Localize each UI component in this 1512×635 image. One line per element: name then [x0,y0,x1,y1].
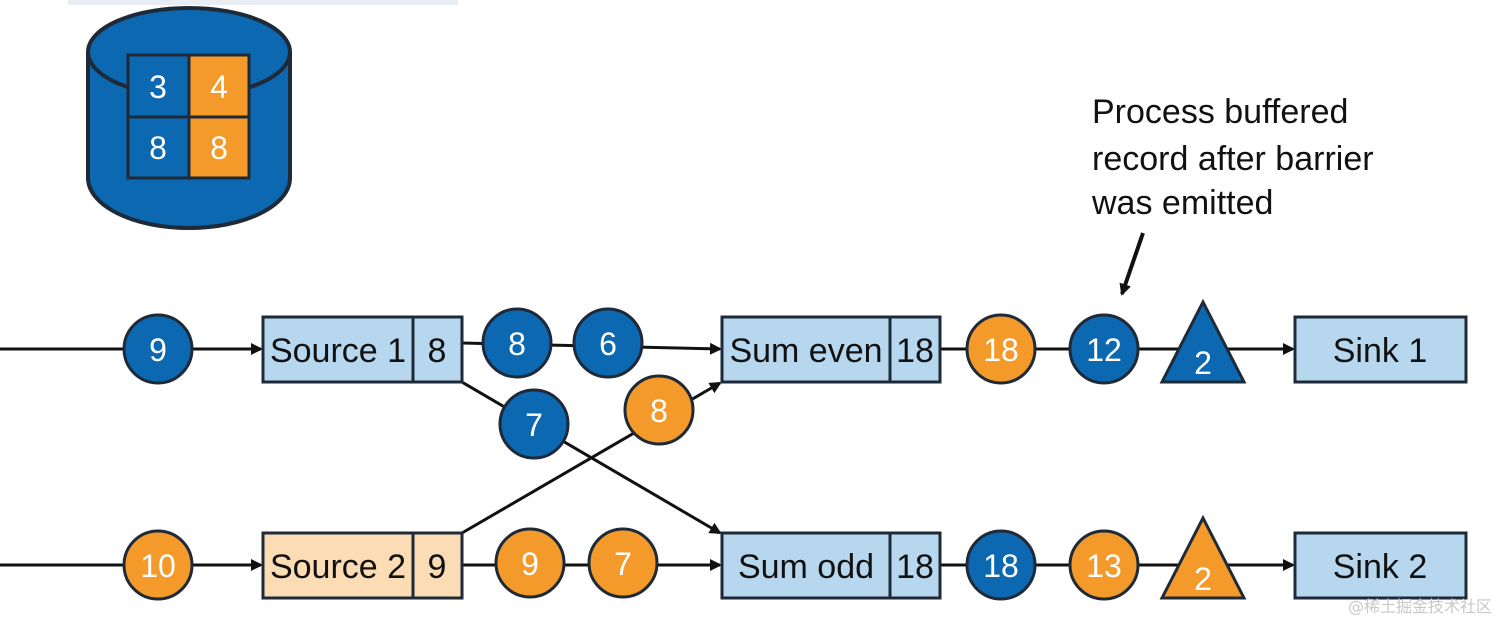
state-cell-4-value: 8 [210,130,228,166]
operator-sink-2: Sink 2 [1293,531,1468,600]
operator-source-1: Source 1 8 [261,315,464,384]
record-even-out-a-value: 18 [983,332,1019,368]
edge-source1-to-sum-odd [454,376,722,535]
operator-sink-1: Sink 1 [1293,315,1468,384]
operator-sum-even: Sum even 18 [720,315,942,384]
record-s2-to-even: 8 [623,374,695,446]
record-odd-out-a-value: 18 [983,548,1019,584]
state-cell-1 [126,53,191,119]
state-cell-2 [187,53,251,119]
sink-1-label: Sink 1 [1333,332,1428,370]
operator-source-2: Source 2 9 [261,531,464,600]
barrier-bottom-value: 2 [1194,561,1212,597]
annotation-arrow [1119,232,1145,296]
state-cell-2-value: 4 [210,69,228,105]
source-1-label: Source 1 [270,332,406,370]
record-s2-to-odd-b-value: 7 [614,546,632,582]
record-in-source2: 10 [122,529,194,601]
sink-2-label: Sink 2 [1333,548,1428,586]
record-s1-to-even-b-value: 6 [599,326,617,362]
annotation-line-3: was emitted [1091,184,1273,222]
record-s1-to-even-b: 6 [572,307,644,379]
sum-odd-state: 18 [896,548,934,586]
record-s2-to-odd-a-value: 9 [521,546,539,582]
record-odd-out-a: 18 [965,529,1037,601]
source-2-label: Source 2 [270,548,406,586]
record-s2-to-even-value: 8 [650,393,668,429]
watermark: @稀土掘金技术社区 [1348,597,1492,616]
record-s2-to-odd-a: 9 [494,527,566,599]
header-strip [68,0,458,5]
sum-even-state: 18 [896,332,934,370]
record-s1-to-even-a: 8 [481,307,553,379]
state-cell-4 [187,115,251,180]
state-cell-1-value: 3 [149,69,167,105]
record-s1-to-odd: 7 [498,388,570,460]
annotation-line-2: record after barrier [1092,140,1374,178]
sum-even-label: Sum even [729,332,882,370]
annotation-line-1: Process buffered [1092,93,1348,131]
record-even-out-b: 12 [1068,313,1140,385]
barrier-bottom: 2 [1159,514,1247,600]
record-s1-to-odd-value: 7 [525,407,543,443]
barrier-top-value: 2 [1194,345,1212,381]
state-cell-3-value: 8 [149,130,167,166]
record-even-out-b-value: 12 [1086,332,1122,368]
sum-odd-label: Sum odd [738,548,874,586]
record-odd-out-b-value: 13 [1086,548,1122,584]
barrier-top: 2 [1159,298,1247,384]
source-2-state: 9 [428,548,447,586]
annotation: Process buffered record after barrier wa… [1091,93,1374,296]
operator-sum-odd: Sum odd 18 [720,531,942,600]
record-in-source1: 9 [122,313,194,385]
record-s2-to-odd-b: 7 [587,527,659,599]
state-backend-cylinder: 3 4 8 8 [86,6,292,230]
record-odd-out-b: 13 [1068,529,1140,601]
record-even-out-a: 18 [965,313,1037,385]
record-in-source1-value: 9 [149,332,167,368]
record-s1-to-even-a-value: 8 [508,326,526,362]
record-in-source2-value: 10 [140,548,176,584]
source-1-state: 8 [428,332,447,370]
state-cell-3 [126,115,191,180]
